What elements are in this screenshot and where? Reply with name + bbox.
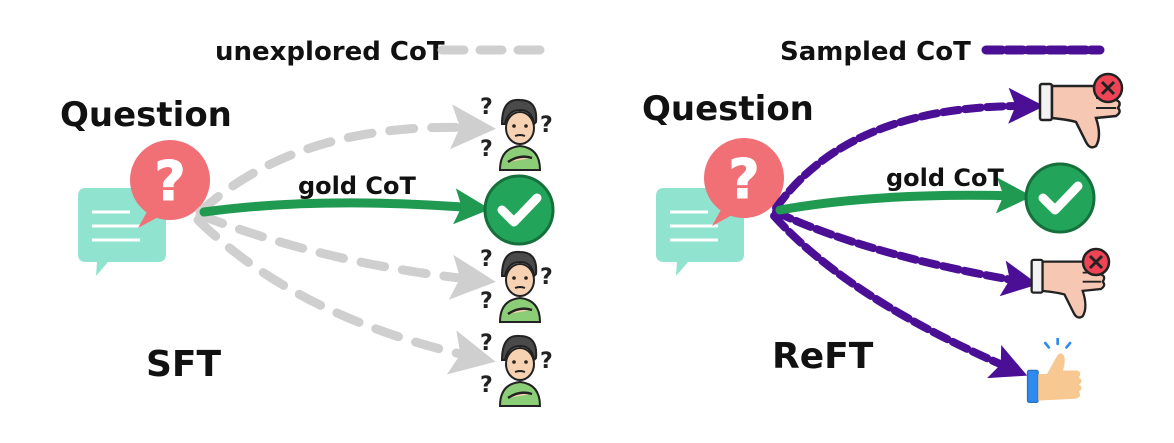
method-label-sft: SFT — [146, 344, 222, 385]
check-circle-icon — [1024, 162, 1096, 234]
unexplored-legend-label: unexplored CoT — [215, 37, 445, 67]
gold-cot-label: gold CoT — [298, 172, 417, 200]
unexplored-cot-arrow-3 — [193, 215, 496, 375]
reft-panel: Sampled CoT Question ? gold CoT — [642, 37, 1124, 404]
sft-panel: unexplored CoT Question ? gold CoT SFT — [60, 37, 561, 408]
chat-question-icon: ? — [78, 140, 210, 276]
chat-question-icon: ? — [656, 138, 784, 276]
question-mark: ? — [728, 148, 759, 211]
sampled-cot-arrow-1 — [772, 87, 1045, 212]
gold-cot-arrow — [199, 188, 491, 225]
sampled-cot-arrow-2 — [772, 208, 1039, 297]
question-label: Question — [642, 89, 814, 129]
sampled-cot-arrow-3 — [770, 212, 1028, 379]
question-mark: ? — [154, 150, 185, 213]
check-circle-icon — [483, 174, 555, 246]
gold-cot-label: gold CoT — [886, 164, 1005, 192]
thumbs-up-icon — [1026, 338, 1083, 404]
confused-person-icon — [478, 245, 555, 324]
question-label: Question — [60, 95, 232, 135]
thumbs-down-icon — [1038, 72, 1124, 149]
confused-person-icon — [478, 329, 555, 408]
sampled-legend-label: Sampled CoT — [780, 37, 971, 67]
unexplored-cot-arrow-1 — [195, 104, 496, 217]
method-label-reft: ReFT — [772, 336, 874, 377]
unexplored-cot-arrow-2 — [195, 210, 496, 300]
gold-cot-arrow — [775, 177, 1033, 215]
confused-person-icon — [478, 93, 555, 172]
thumbs-down-icon — [1030, 247, 1111, 319]
